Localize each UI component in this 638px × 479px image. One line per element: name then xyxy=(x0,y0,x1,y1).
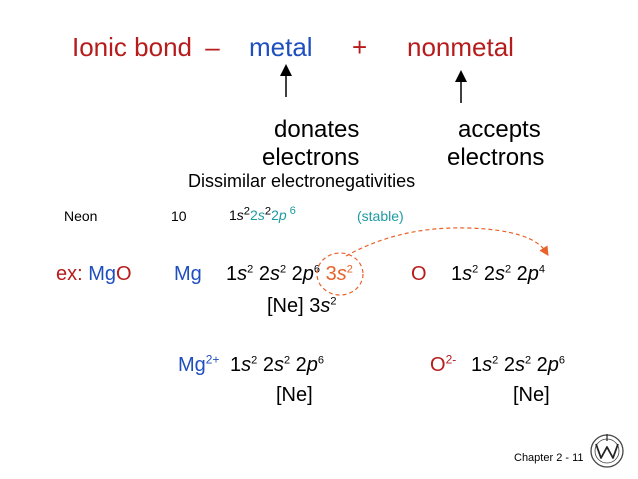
o-shell-3: 2 xyxy=(516,263,528,285)
mg-shell-2: 2 xyxy=(258,263,270,285)
example-ex: ex: xyxy=(56,263,83,285)
donates-label: donates xyxy=(274,116,360,143)
mg-ion-exp-1: 2 xyxy=(251,354,258,367)
o-ion-orbital-1: s xyxy=(482,354,493,376)
o-ion-exp-2: 2 xyxy=(524,354,532,367)
o-ion-exp-3: 6 xyxy=(558,354,565,367)
neon-exp-1: 2 xyxy=(243,205,251,218)
neon-orbital-2: s xyxy=(257,207,265,223)
o-exp-3: 4 xyxy=(538,263,545,276)
o-ion-shell-2: 2 xyxy=(503,354,515,376)
o-shell-2: 2 xyxy=(483,263,495,285)
mg-orbital-3: p xyxy=(302,263,314,285)
electron-transfer-arrow-icon xyxy=(345,227,549,257)
mg-orbital-2: s xyxy=(269,263,280,285)
mg-shell-3: 2 xyxy=(291,263,303,285)
mg-ion-core: [Ne] xyxy=(276,384,313,406)
title-ionic-bond: Ionic bond xyxy=(72,32,192,62)
mg-short-orbital: s xyxy=(320,295,331,317)
mg-configuration: 1s2 2s2 2p6 3s2 xyxy=(226,263,353,286)
example-compound-mg: Mg xyxy=(88,263,117,285)
o-ion-symbol: O2- xyxy=(430,352,457,377)
valence-electron-ellipse xyxy=(316,252,364,296)
mg-ion-exp-3: 6 xyxy=(317,354,324,367)
o-ion-exp-1: 2 xyxy=(492,354,499,367)
mg-ion-exp-2: 2 xyxy=(283,354,291,367)
mg-orbital-4: s xyxy=(336,263,347,285)
o-symbol: O xyxy=(411,263,427,285)
o-ion-element: O xyxy=(430,354,446,376)
mg-exp-2: 2 xyxy=(279,263,287,276)
neon-stable-note: (stable) xyxy=(357,208,404,224)
title-plus: + xyxy=(352,32,368,62)
o-ion-shell-1: 1 xyxy=(471,354,483,376)
neon-exp-3: 6 xyxy=(289,205,296,218)
mg-shell-4: 3 xyxy=(325,263,337,285)
mg-ion-configuration: 1s2 2s2 2p6 xyxy=(230,354,324,377)
mg-short-core: [Ne] 3 xyxy=(267,295,321,317)
mg-short-exp: 2 xyxy=(330,295,337,308)
mg-ion-orbital-3: p xyxy=(306,354,318,376)
chapter-page-label: Chapter 2 - 11 xyxy=(514,452,584,464)
example-compound-o: O xyxy=(116,263,132,285)
mg-ion-orbital-1: s xyxy=(241,354,252,376)
mg-short-configuration: [Ne] 3s2 xyxy=(267,295,336,318)
mg-exp-4: 2 xyxy=(346,263,353,276)
o-orbital-2: s xyxy=(494,263,505,285)
neon-orbital-3: p xyxy=(278,207,287,223)
neon-orbital-1: s xyxy=(236,207,244,223)
mg-ion-shell-1: 1 xyxy=(230,354,242,376)
neon-name: Neon xyxy=(64,208,98,224)
wiley-logo-icon xyxy=(590,434,624,468)
accepts-label: accepts xyxy=(458,116,541,143)
mg-orbital-1: s xyxy=(237,263,248,285)
mg-ion-symbol: Mg2+ xyxy=(178,352,220,377)
mg-symbol: Mg xyxy=(174,263,202,285)
mg-ion-element: Mg xyxy=(178,354,206,376)
title-line: Ionic bond – xyxy=(72,32,220,63)
neon-shell-3: 2 xyxy=(271,207,279,223)
accepts-electrons-label: electrons xyxy=(447,144,545,171)
title-nonmetal: nonmetal xyxy=(407,32,514,62)
o-exp-1: 2 xyxy=(472,263,479,276)
o-orbital-1: s xyxy=(462,263,473,285)
title-dash: – xyxy=(205,32,220,62)
example-label: ex: MgO xyxy=(56,263,132,286)
mg-exp-1: 2 xyxy=(247,263,254,276)
mg-ion-shell-2: 2 xyxy=(262,354,274,376)
neon-shell-1: 1 xyxy=(229,207,237,223)
o-ion-orbital-2: s xyxy=(514,354,525,376)
o-exp-2: 2 xyxy=(504,263,512,276)
dissimilar-electronegativities-label: Dissimilar electronegativities xyxy=(188,171,416,191)
donates-electrons-label: electrons xyxy=(262,144,360,171)
o-orbital-3: p xyxy=(527,263,539,285)
title-metal: metal xyxy=(249,32,313,62)
neon-exp-2: 2 xyxy=(264,205,272,218)
o-ion-shell-3: 2 xyxy=(536,354,548,376)
o-ion-charge: 2- xyxy=(445,352,457,367)
mg-shell-1: 1 xyxy=(226,263,238,285)
o-shell-1: 1 xyxy=(451,263,463,285)
o-ion-configuration: 1s2 2s2 2p6 xyxy=(471,354,565,377)
mg-ion-shell-3: 2 xyxy=(295,354,307,376)
o-configuration: 1s2 2s2 2p4 xyxy=(451,263,545,286)
mg-exp-3: 6 xyxy=(313,263,320,276)
neon-atomic-number: 10 xyxy=(171,208,187,224)
o-ion-orbital-3: p xyxy=(547,354,559,376)
mg-ion-charge: 2+ xyxy=(205,352,220,367)
o-ion-core: [Ne] xyxy=(513,384,550,406)
neon-shell-2: 2 xyxy=(250,207,258,223)
mg-ion-orbital-2: s xyxy=(273,354,284,376)
